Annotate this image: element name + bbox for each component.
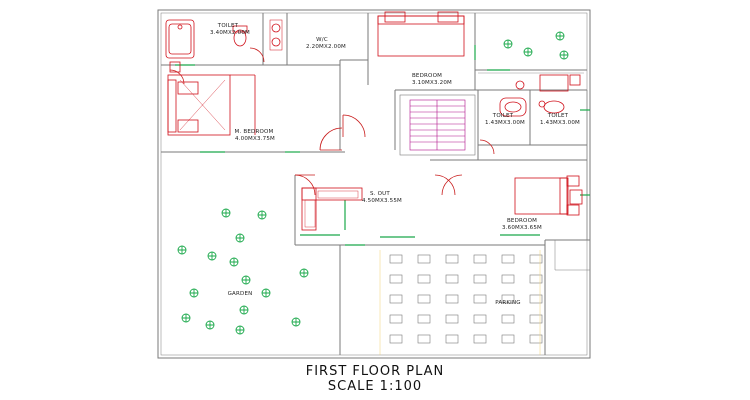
parking-grid (389, 254, 543, 344)
garden-label: GARDEN (228, 291, 253, 297)
interior-walls (161, 13, 590, 355)
staircase (399, 94, 476, 156)
toilet-right-size: 1.43MX3.00M (540, 120, 580, 126)
master-bedroom-name: M. BEDROOM (235, 129, 274, 135)
sitout-name: S. OUT (370, 191, 390, 197)
sitout-size: 4.50MX3.55M (362, 198, 402, 204)
bedroom-right-name: BEDROOM (507, 218, 537, 224)
bedroom-top-name: BEDROOM (412, 73, 442, 79)
wic-size: 2.20MX2.00M (306, 44, 346, 50)
doors (169, 47, 495, 196)
outer-walls (157, 9, 591, 359)
toilet-right-name: TOILET (547, 113, 569, 119)
plan-scale: SCALE 1:100 (327, 379, 423, 394)
fixtures (165, 11, 583, 231)
toilet-left-name: TOILET (492, 113, 514, 119)
parking-guidelines (379, 250, 541, 355)
plan-title: FIRST FLOOR PLAN (305, 364, 445, 379)
bedroom-right-size: 3.60MX3.65M (502, 225, 542, 231)
garden-plants (177, 31, 569, 335)
toilet-left-size: 1.43MX3.00M (485, 120, 525, 126)
bedroom-top-size: 3.10MX3.20M (412, 80, 452, 86)
window-markers (175, 45, 590, 246)
toilet-top-size: 3.40MX2.00M (210, 30, 250, 36)
toilet-top-name: TOILET (217, 23, 239, 29)
master-bedroom-size: 4.00MX3.75M (235, 136, 275, 142)
wic-name: W/C (316, 37, 328, 43)
parking-label: PARKING (495, 300, 521, 306)
